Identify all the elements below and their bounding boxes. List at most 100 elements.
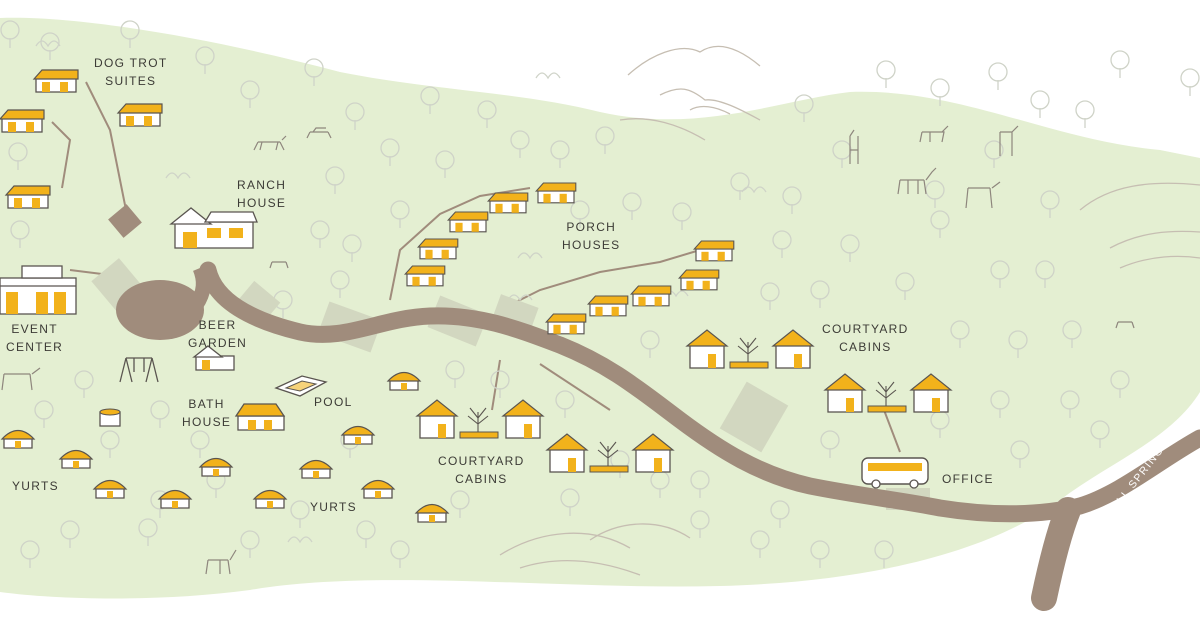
- tree-icon: [640, 330, 660, 358]
- label-beer-garden: BEER GARDEN: [188, 316, 247, 352]
- shrub-icon: [35, 40, 61, 48]
- tree-icon: [1110, 370, 1130, 398]
- label-line: BEER: [198, 318, 237, 332]
- tree-icon: [595, 126, 615, 154]
- label-line: PORCH: [566, 220, 617, 234]
- bath-house-building: [234, 403, 286, 431]
- label-dog-trot-suites: DOG TROT SUITES: [94, 54, 168, 90]
- hills: [499, 45, 1200, 576]
- trees: [0, 20, 1200, 568]
- gable-house-icon: [486, 192, 529, 214]
- tree-icon: [550, 140, 570, 168]
- tree-icon: [342, 234, 362, 262]
- tree-icon: [420, 86, 440, 114]
- ranch-house: [169, 207, 258, 249]
- gable-house-icon: [586, 295, 629, 317]
- yurt-icon: [298, 459, 334, 479]
- tree-icon: [760, 282, 780, 310]
- tree-icon: [380, 138, 400, 166]
- tree-icon: [555, 390, 575, 418]
- beer-garden-building: [192, 345, 235, 371]
- yurt-icon: [0, 429, 36, 449]
- tree-icon: [240, 80, 260, 108]
- tree-icon: [150, 400, 170, 428]
- tree-icon: [840, 234, 860, 262]
- tree-icon: [450, 490, 470, 518]
- gable-house-icon: [416, 238, 459, 260]
- tree-icon: [750, 530, 770, 558]
- label-line: EVENT: [11, 322, 58, 336]
- label-event-center: EVENT CENTER: [6, 320, 63, 356]
- gable-house-icon: [629, 285, 672, 307]
- label-line: YURTS: [12, 479, 59, 493]
- tree-icon: [290, 500, 310, 528]
- shrub-icon: [741, 186, 767, 194]
- cabin-pair: [545, 433, 675, 473]
- tree-icon: [1180, 68, 1200, 96]
- tree-icon: [100, 430, 120, 458]
- tree-icon: [510, 130, 530, 158]
- tree-icon: [138, 518, 158, 546]
- label-line: HOUSE: [182, 415, 232, 429]
- label-office: OFFICE: [942, 470, 994, 488]
- label-bath-house: BATH HOUSE: [182, 395, 231, 431]
- tree-icon: [190, 430, 210, 458]
- gable-houses: [0, 69, 735, 335]
- event-center: [0, 265, 77, 315]
- tree-icon: [1008, 330, 1028, 358]
- shrubs: [35, 40, 767, 544]
- yurt-icon: [340, 425, 376, 445]
- tree-icon: [988, 62, 1008, 90]
- shrub-icon: [287, 536, 313, 544]
- tree-icon: [895, 272, 915, 300]
- tree-icon: [34, 400, 54, 428]
- label-line: HOUSES: [562, 238, 621, 252]
- shrub-icon: [507, 294, 533, 302]
- yurts: [0, 371, 450, 523]
- tree-icon: [1060, 390, 1080, 418]
- label-ranch-house: RANCH HOUSE: [237, 176, 286, 212]
- tree-icon: [690, 510, 710, 538]
- office-bus: [861, 457, 929, 489]
- main-road: [116, 261, 1200, 611]
- tree-icon: [325, 166, 345, 194]
- label-yurts-south: YURTS: [310, 498, 357, 516]
- gable-house-icon: [403, 265, 446, 287]
- gable-house-icon: [692, 240, 735, 262]
- cabin-pair: [823, 373, 953, 413]
- access-path: [883, 409, 901, 453]
- wildlife: [1, 125, 1135, 575]
- yurt-icon: [252, 489, 288, 509]
- label-line: YURTS: [310, 500, 357, 514]
- tree-icon: [794, 94, 814, 122]
- tree-icon: [195, 46, 215, 74]
- tree-icon: [10, 220, 30, 248]
- tree-icon: [770, 500, 790, 528]
- cabin-pair: [415, 399, 545, 439]
- tree-icon: [560, 488, 580, 516]
- tree-icon: [1010, 440, 1030, 468]
- shrub-icon: [517, 252, 543, 260]
- gable-house-icon: [0, 109, 45, 133]
- tree-icon: [876, 60, 896, 88]
- water-tank: [99, 408, 121, 427]
- tree-icon: [1110, 50, 1130, 78]
- label-line: CENTER: [6, 340, 64, 354]
- label-pool: POOL: [314, 393, 353, 411]
- shrub-icon: [535, 72, 561, 80]
- tree-icon: [1062, 320, 1082, 348]
- gable-house-icon: [534, 182, 577, 204]
- tree-icon: [356, 520, 376, 548]
- parking-lot: [719, 381, 789, 453]
- gable-house-icon: [32, 69, 79, 93]
- tree-icon: [930, 78, 950, 106]
- tree-icon: [390, 200, 410, 228]
- tree-icon: [0, 20, 20, 48]
- label-courtyard-cabins-east: COURTYARD CABINS: [822, 320, 909, 356]
- tree-icon: [240, 530, 260, 558]
- label-line: BATH: [188, 397, 225, 411]
- tree-icon: [782, 186, 802, 214]
- tree-icon: [304, 58, 324, 86]
- tree-icon: [345, 102, 365, 130]
